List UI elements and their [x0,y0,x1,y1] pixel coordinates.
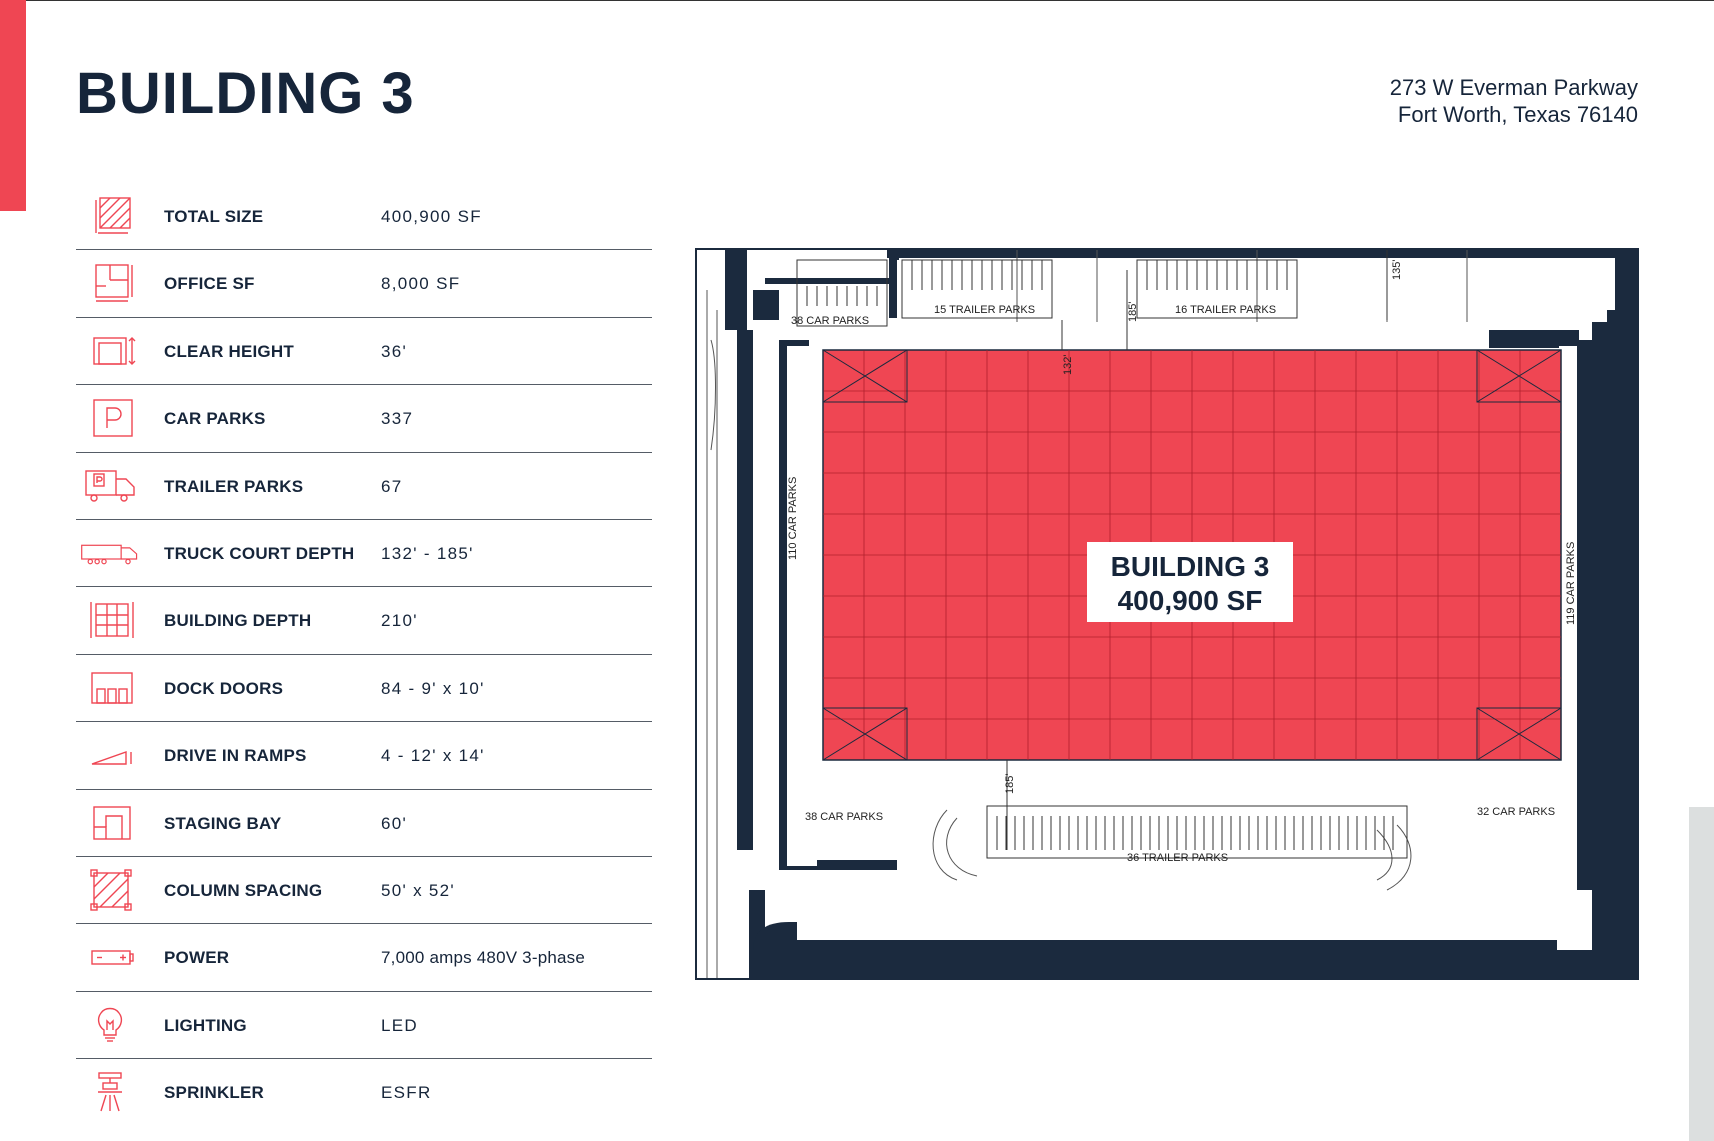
sprinkler-icon [98,1072,122,1112]
spec-label: COLUMN SPACING [164,880,323,900]
lot-label-trailer-s: 36 TRAILER PARKS [1127,852,1229,864]
spec-value: 132' - 185' [381,543,474,563]
lot-label-trailer-n2: 16 TRAILER PARKS [1175,304,1277,316]
address-line-1: 273 W Everman Parkway [1389,75,1638,100]
spec-row: TOTAL SIZE 400,900 SF [76,183,652,251]
spec-label: OFFICE SF [164,274,255,294]
spec-value: ESFR [381,1083,432,1103]
spec-label: LIGHTING [164,1015,247,1035]
spec-row: CAR PARKS 337 [76,385,652,453]
parking-icon [93,399,133,437]
clear-height-icon [93,336,136,365]
ramp-icon [91,751,132,765]
spec-value: LED [381,1015,418,1035]
spec-value: 36' [381,341,408,361]
address: 273 W Everman Parkway Fort Worth, Texas … [1390,74,1638,128]
spec-label: DRIVE IN RAMPS [164,746,307,766]
spec-row: POWER 7,000 amps 480V 3-phase [76,924,652,992]
lot-label-trailer-n1: 15 TRAILER PARKS [934,304,1036,316]
spec-value: 60' [381,813,408,833]
office-floorplan-icon [95,264,133,303]
spec-value: 84 - 9' x 10' [381,678,485,698]
spec-label: TRUCK COURT DEPTH [164,543,355,563]
top-rule [0,0,1714,1]
address-line-2: Fort Worth, Texas 76140 [1397,102,1638,127]
spec-value: 7,000 amps 480V 3-phase [381,948,586,968]
spec-row: BUILDING DEPTH 210' [76,587,652,655]
building-depth-icon [90,602,134,639]
lot-label-car-nw: 38 CAR PARKS [791,315,870,327]
dimension-185-north: 185' [1127,301,1139,322]
spec-row: COLUMN SPACING 50' x 52' [76,857,652,925]
dimension-135: 135' [1391,259,1403,280]
spec-value: 210' [381,611,418,631]
page-title: BUILDING 3 [76,61,415,126]
building-label-name: BUILDING 3 [1110,551,1270,582]
spec-label: TRAILER PARKS [164,476,304,496]
spec-row: TRUCK COURT DEPTH 132' - 185' [76,520,652,588]
spec-row: DRIVE IN RAMPS 4 - 12' x 14' [76,722,652,790]
dimension-185-south: 185' [1004,773,1016,794]
truck-icon [81,544,138,565]
spec-value: 8,000 SF [381,274,461,294]
spec-table: TOTAL SIZE 400,900 SF OFFICE SF 8,000 SF… [76,183,652,1125]
spec-row: DOCK DOORS 84 - 9' x 10' [76,655,652,723]
spec-row: LIGHTING LED [76,992,652,1060]
lot-label-car-east: 119 CAR PARKS [1565,541,1577,625]
spec-value: 50' x 52' [381,880,455,900]
site-plan: BUILDING 3 400,900 SF 38 CAR PARKS 15 TR… [695,248,1639,980]
spec-label: CAR PARKS [164,409,266,429]
area-icon [95,197,131,234]
spec-row: STAGING BAY 60' [76,790,652,857]
column-spacing-icon [90,869,132,911]
red-accent-bar [0,0,26,211]
trailer-parking-icon [85,469,135,502]
spec-label: CLEAR HEIGHT [164,341,294,361]
dimension-132: 132' [1062,354,1074,375]
spec-label: DOCK DOORS [164,678,284,698]
staging-bay-icon [93,805,131,840]
battery-power-icon [91,950,134,965]
spec-value: 400,900 SF [381,207,482,226]
spec-label: BUILDING DEPTH [164,611,312,631]
spec-row: CLEAR HEIGHT 36' [76,318,652,386]
lot-label-car-sw: 38 CAR PARKS [805,811,884,823]
spec-label: TOTAL SIZE [164,207,264,226]
lightbulb-icon [97,1007,123,1042]
lot-label-car-west: 110 CAR PARKS [787,476,799,560]
spec-value: 67 [381,476,403,496]
dock-doors-icon [91,672,133,704]
building-label: BUILDING 3 400,900 SF [1087,542,1293,622]
spec-row: OFFICE SF 8,000 SF [76,250,652,318]
spec-label: POWER [164,948,230,968]
lot-label-car-se: 32 CAR PARKS [1477,806,1556,818]
spec-value: 337 [381,409,414,429]
spec-label: SPRINKLER [164,1083,265,1103]
spec-row: TRAILER PARKS 67 [76,453,652,520]
grey-edge-bar [1689,807,1714,1141]
building-label-area: 400,900 SF [1117,585,1263,616]
spec-value: 4 - 12' x 14' [381,746,485,766]
spec-row: SPRINKLER ESFR [76,1059,652,1125]
spec-label: STAGING BAY [164,813,282,833]
